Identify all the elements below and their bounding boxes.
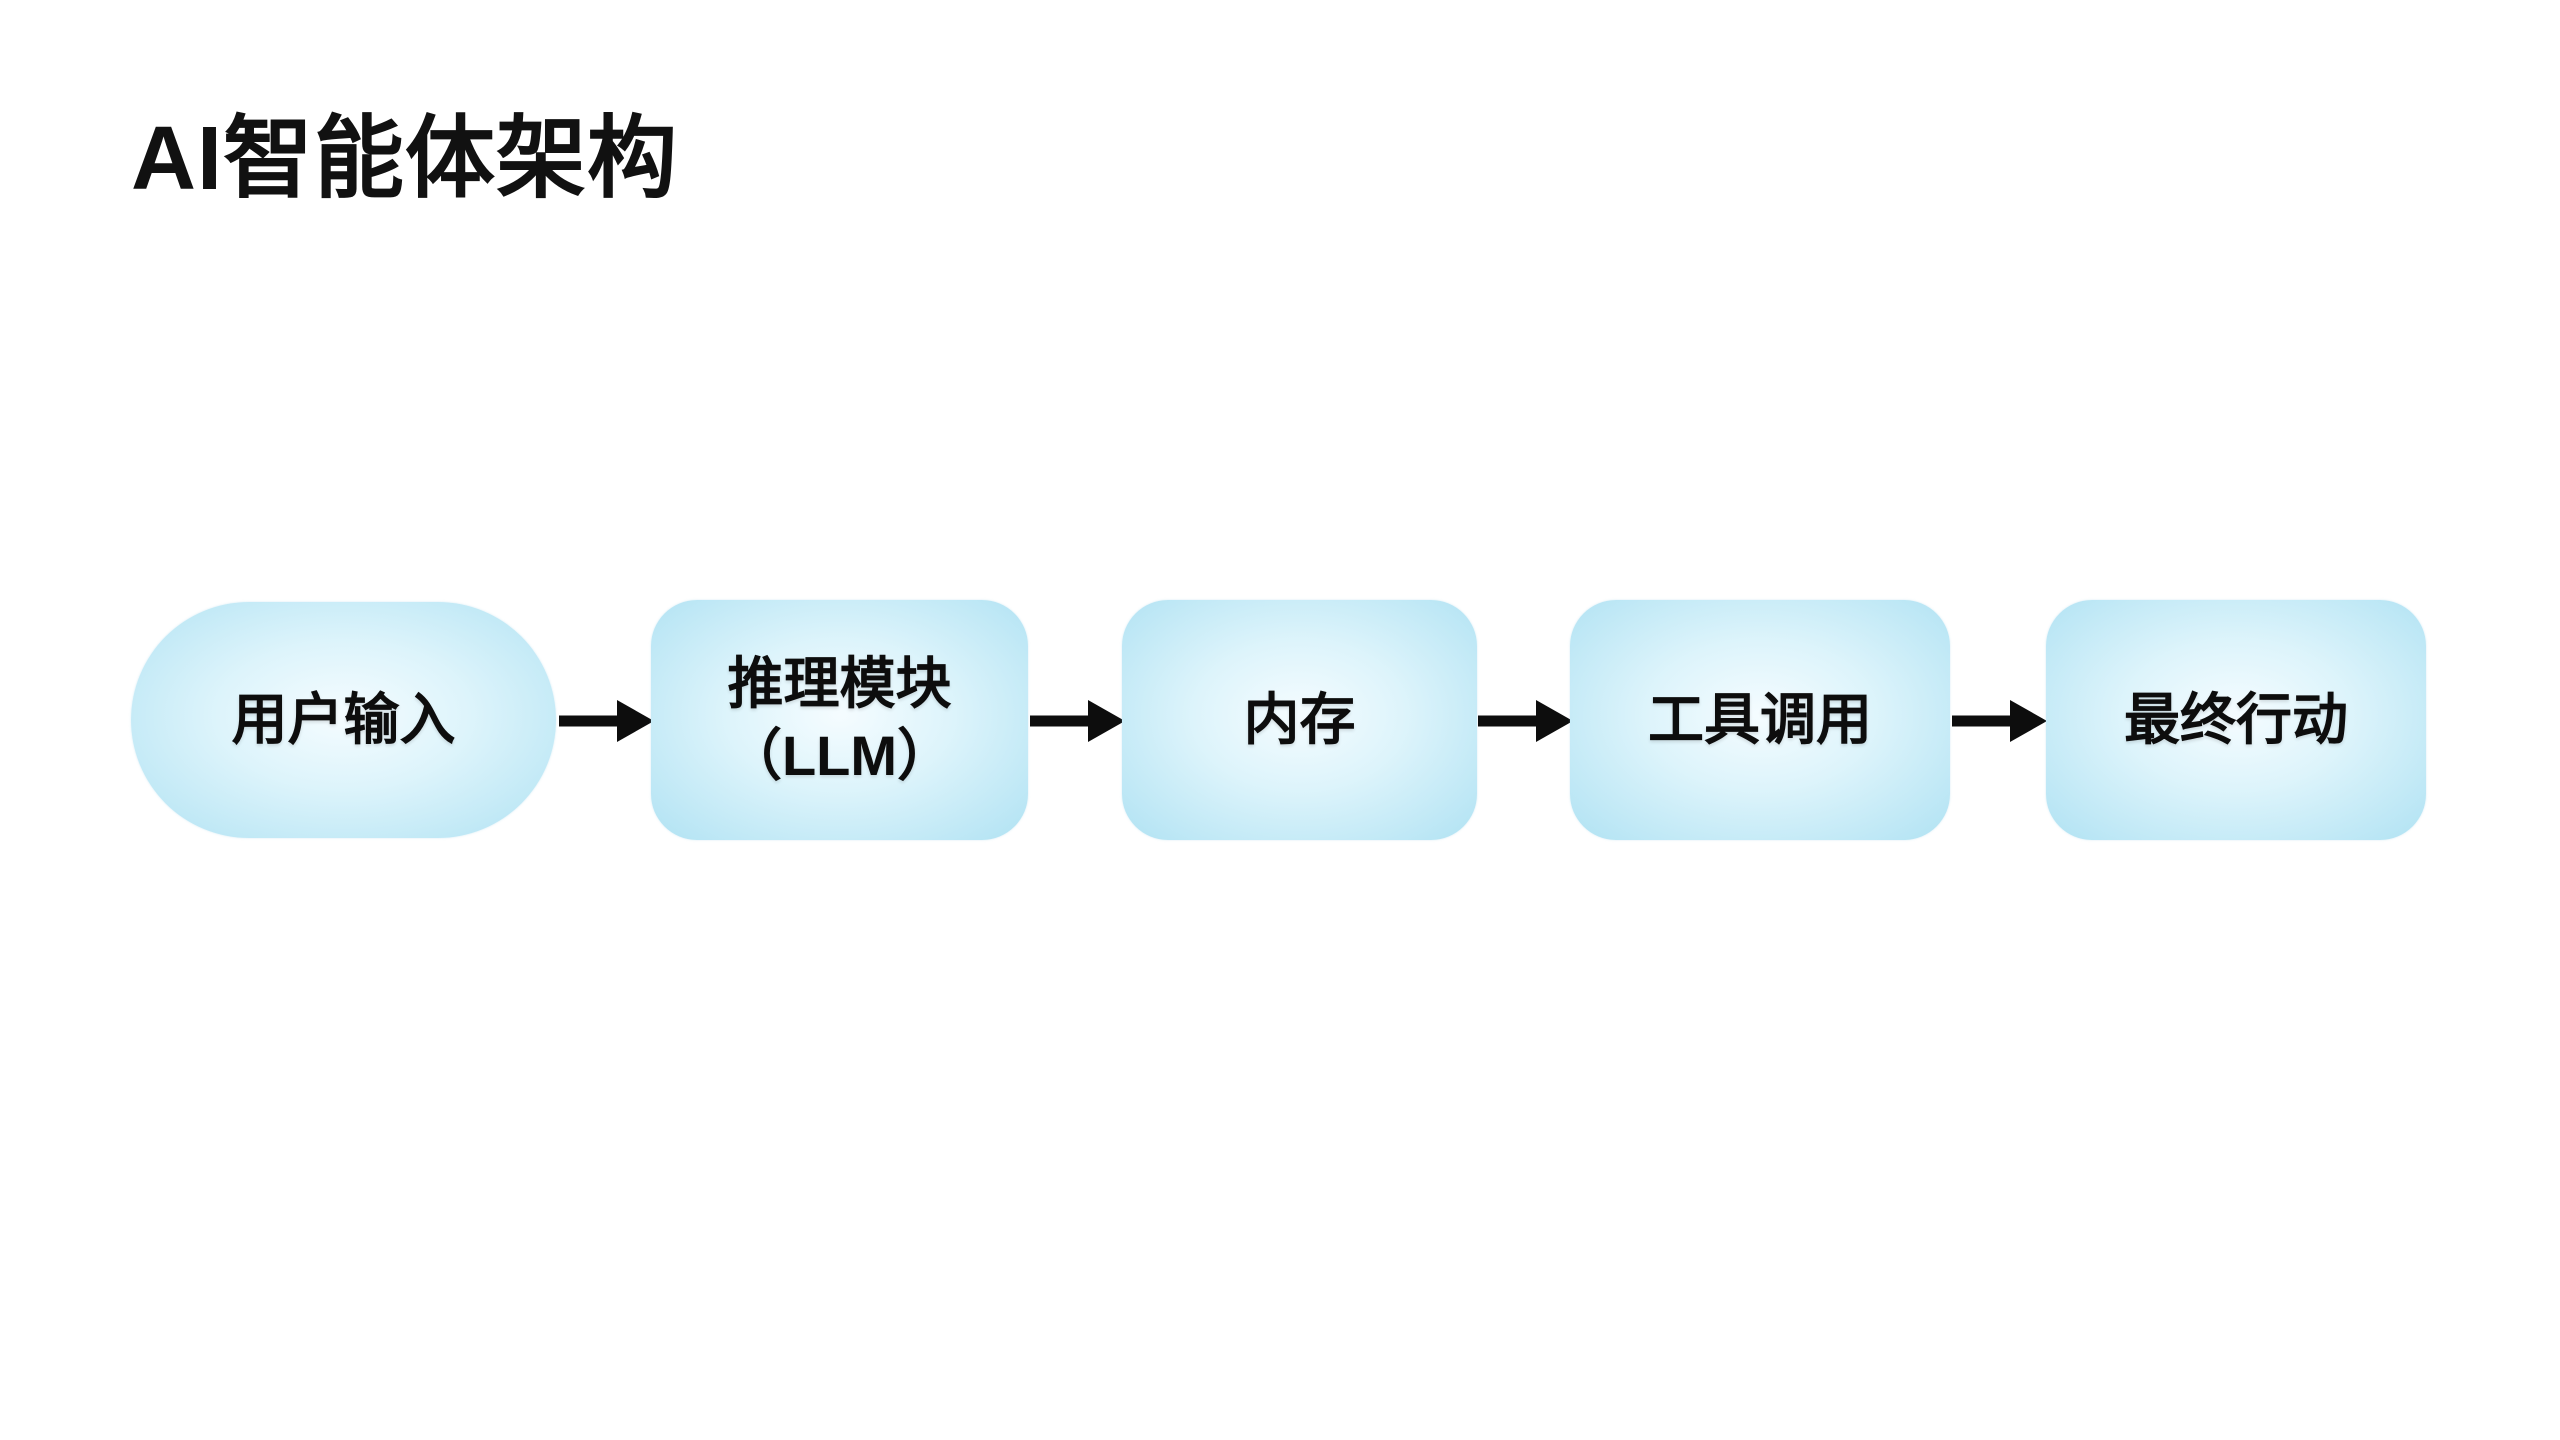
node-user-input: 用户输入 [131, 602, 556, 838]
node-reasoning-module: 推理模块 （LLM） [651, 600, 1028, 840]
node-memory: 内存 [1122, 600, 1477, 840]
flow-arrow-icon [1952, 699, 2047, 743]
node-final-action-label: 最终行动 [2124, 688, 2348, 751]
node-final-action: 最终行动 [2046, 600, 2426, 840]
node-reasoning-module-label: 推理模块 （LLM） [726, 648, 953, 792]
flow-arrow-icon [1030, 699, 1125, 743]
node-reasoning-module-line1: 推理模块 [727, 652, 952, 715]
page-title: AI智能体架构 [131, 109, 678, 209]
node-memory-label: 内存 [1243, 688, 1356, 751]
node-user-input-label: 用户输入 [231, 688, 456, 751]
node-reasoning-module-line2: （LLM） [725, 724, 954, 787]
node-tool-calling-label: 工具调用 [1648, 688, 1872, 751]
flow-arrow-icon [1478, 699, 1573, 743]
node-tool-calling: 工具调用 [1570, 600, 1950, 840]
flow-arrow-icon [559, 699, 654, 743]
